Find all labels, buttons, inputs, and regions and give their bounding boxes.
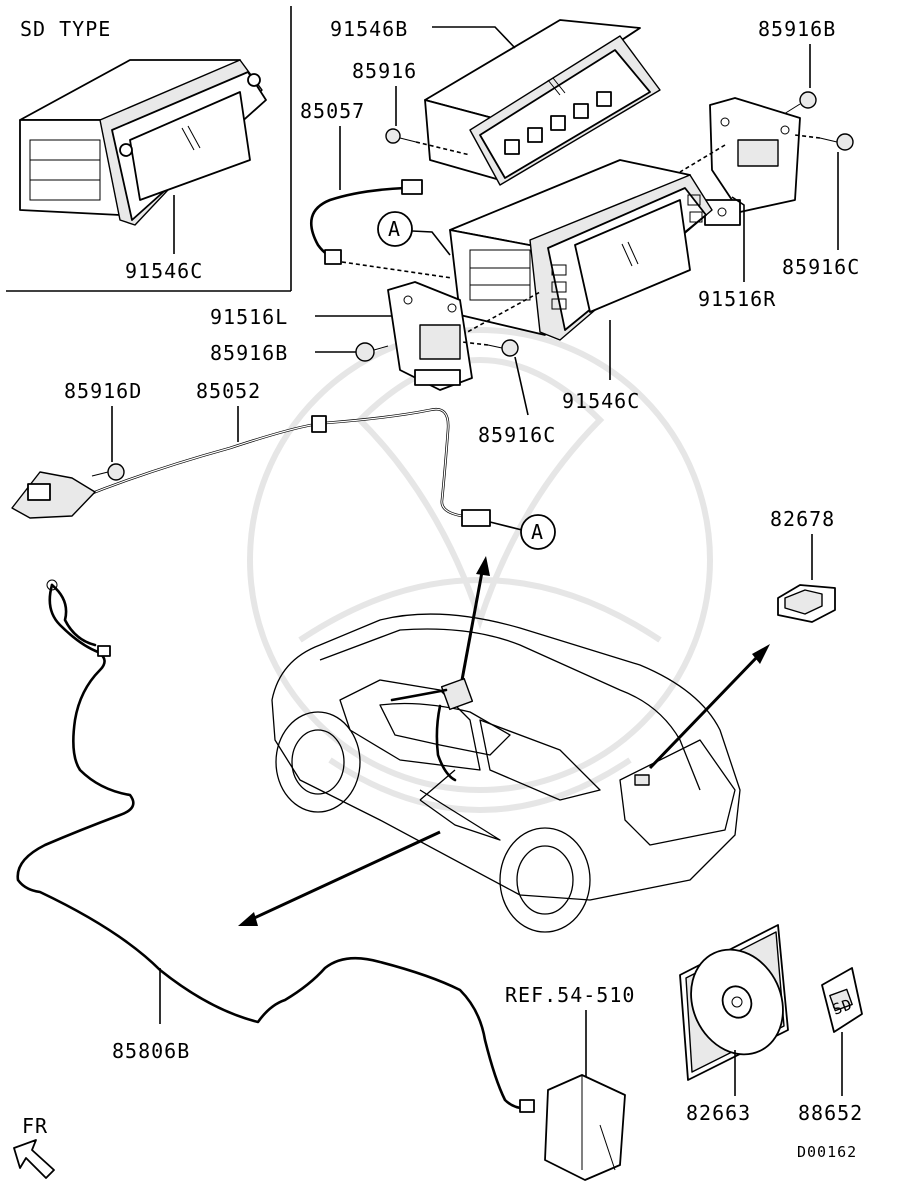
label-85916B-left: 85916B <box>210 341 288 365</box>
sd-card-88652: SD <box>821 967 863 1033</box>
screw-85916C-right <box>794 133 854 151</box>
connector-ref-a-bottom: A <box>489 514 556 550</box>
label-91546B: 91546B <box>330 17 408 41</box>
label-85916: 85916 <box>352 59 417 83</box>
label-85806B: 85806B <box>112 1039 190 1063</box>
label-85916D: 85916D <box>64 379 142 403</box>
label-85916B-top: 85916B <box>758 17 836 41</box>
bracket-left-91516L <box>387 281 473 391</box>
label-91546C: 91546C <box>562 389 640 413</box>
svg-text:A: A <box>531 520 544 544</box>
inset-title: SD TYPE <box>20 17 111 41</box>
diagram-code: D00162 <box>797 1143 857 1161</box>
connector-ref-a-top: A <box>377 211 451 256</box>
head-unit-91546C <box>449 159 713 341</box>
label-85916C-right: 85916C <box>782 255 860 279</box>
label-82663: 82663 <box>686 1101 751 1125</box>
label-88652: 88652 <box>798 1101 863 1125</box>
label-reference: REF.54-510 <box>505 983 635 1007</box>
head-unit-in-vehicle <box>390 677 474 782</box>
screw-85916 <box>385 128 471 156</box>
harness-85806B <box>16 579 535 1113</box>
disc-82663 <box>679 924 789 1081</box>
inset-head-unit <box>19 59 267 226</box>
watermark-logo <box>247 327 713 813</box>
bolt-85916B-left <box>355 342 389 362</box>
svg-text:A: A <box>388 217 401 241</box>
label-85916C-left: 85916C <box>478 423 556 447</box>
switch-in-vehicle <box>634 774 650 786</box>
label-inset-91546C: 91546C <box>125 259 203 283</box>
front-direction-label: FR <box>22 1114 48 1138</box>
label-85057: 85057 <box>300 99 365 123</box>
bolt-85916B-top <box>744 91 817 126</box>
bracket-right-91516R <box>704 97 801 226</box>
arrow-to-harness <box>238 830 441 926</box>
screw-85916C-left <box>461 339 519 357</box>
switch-82678 <box>777 584 836 623</box>
label-91516L: 91516L <box>210 305 288 329</box>
label-91516R: 91516R <box>698 287 776 311</box>
label-82678: 82678 <box>770 507 835 531</box>
reference-module <box>544 1074 626 1181</box>
front-panel-part <box>424 19 661 186</box>
sd-logo: SD <box>830 995 855 1019</box>
inset-panel: SD TYPE 91546C <box>6 6 292 292</box>
cable-85052 <box>11 407 491 527</box>
front-direction-arrow-icon <box>13 1139 55 1179</box>
bolt-85916D <box>91 463 125 481</box>
arrow-to-switch <box>648 644 770 770</box>
arrow-to-head-unit <box>460 556 490 681</box>
cable-85057 <box>309 179 423 265</box>
label-85052: 85052 <box>196 379 261 403</box>
vehicle-outline <box>271 613 741 933</box>
